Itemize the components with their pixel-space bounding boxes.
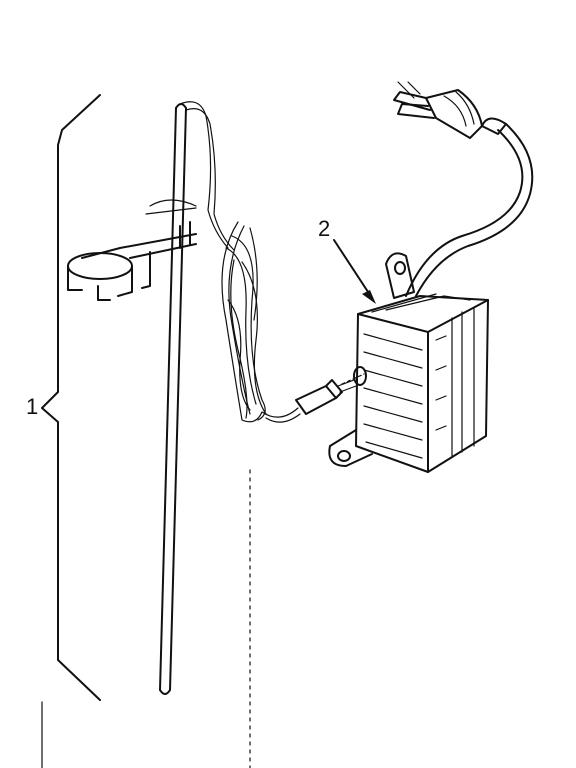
transformer-mounting-ears xyxy=(328,252,415,467)
transformer-box xyxy=(353,293,489,473)
connector-dashed-line xyxy=(341,373,365,385)
power-plug xyxy=(393,81,507,139)
probe-lead-wire xyxy=(179,101,235,251)
coiled-cable xyxy=(221,221,301,423)
part-1-bracket xyxy=(41,94,251,768)
power-cord xyxy=(405,123,534,297)
callout-2: 2 xyxy=(318,216,330,241)
mounting-clip xyxy=(67,199,197,301)
callout-1: 1 xyxy=(26,394,38,419)
callout-2-leader-arrow xyxy=(333,239,376,304)
thermostat-probe-rod xyxy=(159,103,187,695)
cable-connector xyxy=(295,379,357,415)
